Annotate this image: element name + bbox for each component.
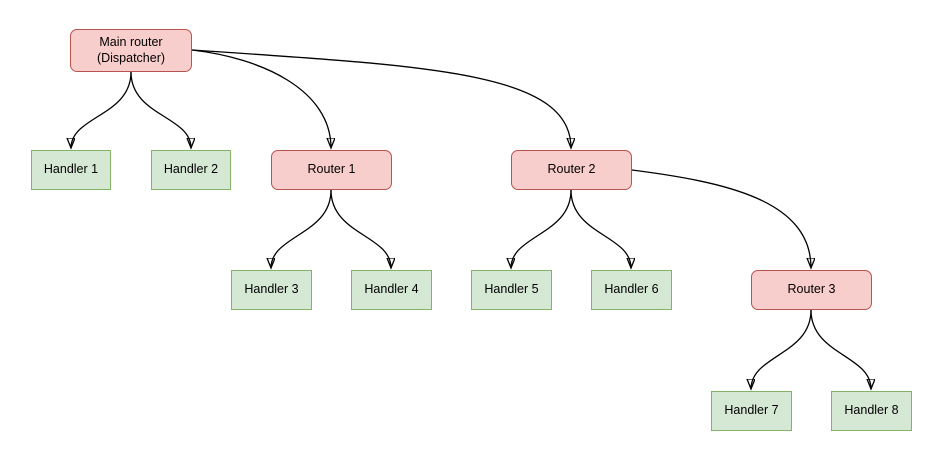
edge-router2-to-router3 [631, 169, 811, 268]
node-handler-7-label: Handler 7 [724, 403, 779, 418]
node-handler-8: Handler 8 [831, 391, 912, 431]
node-handler-8-label: Handler 8 [844, 403, 899, 418]
node-handler-4-label: Handler 4 [364, 282, 419, 297]
edge-main-to-handler2 [130, 71, 191, 148]
edge-router1-to-handler3 [271, 189, 332, 268]
node-handler-4: Handler 4 [351, 270, 432, 310]
node-handler-1: Handler 1 [31, 150, 111, 190]
node-handler-7: Handler 7 [711, 391, 792, 431]
node-handler-1-label: Handler 1 [43, 162, 99, 177]
edge-router2-to-handler5 [511, 189, 572, 268]
node-handler-5: Handler 5 [471, 270, 552, 310]
node-router-1-label: Router 1 [307, 162, 356, 177]
edge-router3-to-handler7 [751, 309, 812, 389]
node-main-router-label-line2: (Dispatcher) [96, 50, 166, 65]
node-handler-2-label: Handler 2 [163, 162, 219, 177]
edge-main-to-router2 [191, 49, 571, 148]
edge-main-to-handler1 [71, 71, 132, 148]
node-handler-6-label: Handler 6 [604, 282, 659, 297]
node-handler-3-label: Handler 3 [244, 282, 299, 297]
node-router-3-label: Router 3 [787, 282, 836, 297]
node-main-router: Main router (Dispatcher) [70, 29, 192, 72]
edge-router1-to-handler4 [330, 189, 391, 268]
node-main-router-label-line1: Main router [99, 34, 163, 49]
edge-router3-to-handler8 [810, 309, 871, 389]
node-handler-6: Handler 6 [591, 270, 672, 310]
edge-router2-to-handler6 [570, 189, 631, 268]
node-router-2-label: Router 2 [547, 162, 596, 177]
node-router-3: Router 3 [751, 270, 872, 310]
node-router-2: Router 2 [511, 150, 632, 190]
node-router-1: Router 1 [271, 150, 392, 190]
node-handler-2: Handler 2 [151, 150, 231, 190]
node-handler-3: Handler 3 [231, 270, 312, 310]
edge-main-to-router1 [191, 49, 331, 148]
node-handler-5-label: Handler 5 [484, 282, 539, 297]
